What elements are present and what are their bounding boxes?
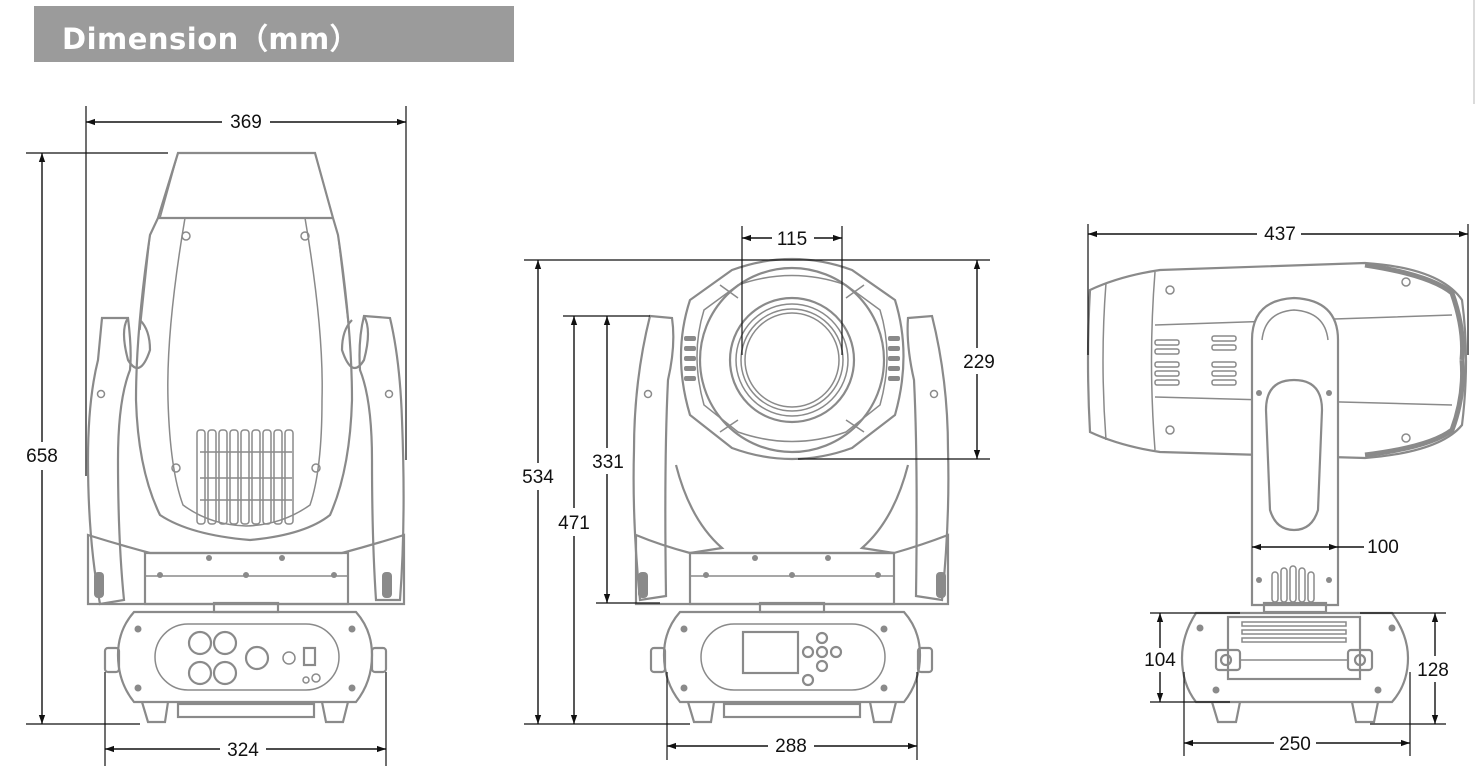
dimension-top-base-width: 250 (1279, 734, 1311, 755)
front-view-dimensions (26, 106, 407, 766)
section-header: Dimension（mm） (34, 6, 514, 62)
dimension-front-base-width: 324 (227, 740, 259, 761)
dimension-axis-height: 471 (558, 513, 590, 534)
top-view-dimensions (1087, 224, 1469, 756)
dimension-lens-diameter: 115 (777, 229, 807, 250)
dimension-head-length: 437 (1264, 224, 1296, 245)
dimension-arm-height: 331 (592, 452, 624, 473)
dimension-side-height: 534 (522, 467, 554, 488)
dimension-arm-width: 100 (1367, 537, 1399, 558)
side-view-drawing (632, 257, 950, 724)
top-view-drawing (1086, 261, 1468, 724)
dimension-base-height-outer: 128 (1417, 660, 1449, 681)
dimension-front-height: 658 (26, 446, 58, 467)
side-view-dimensions (524, 226, 990, 760)
dimension-front-width: 369 (230, 112, 262, 133)
dimension-base-height-inner: 104 (1144, 650, 1176, 671)
section-title: Dimension（mm） (62, 22, 360, 56)
dimension-head-opening: 229 (963, 352, 995, 373)
front-view-drawing (86, 151, 406, 724)
dimension-side-base-width: 288 (775, 736, 807, 757)
